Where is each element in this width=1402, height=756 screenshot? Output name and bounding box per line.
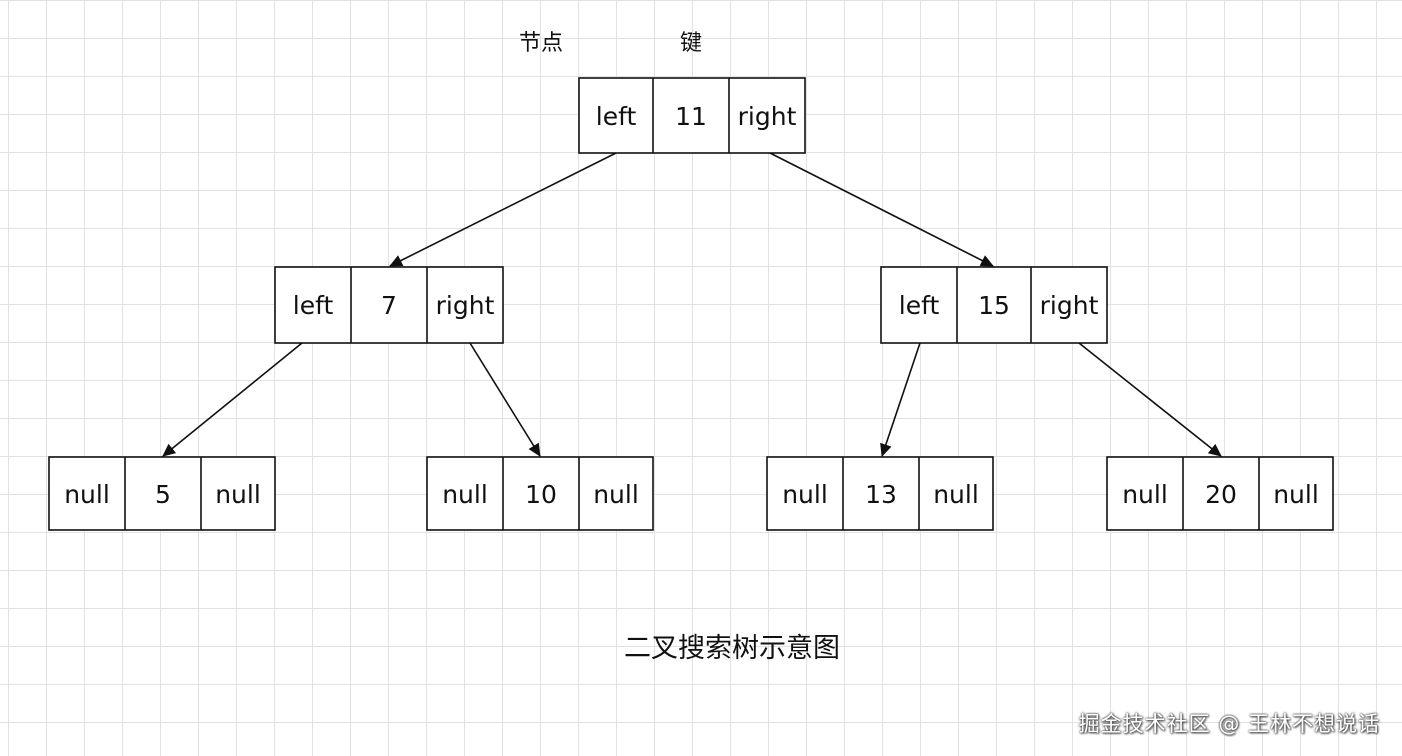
key-value: 15 [978, 291, 1010, 320]
edge-15-right [1078, 342, 1222, 457]
node-15: left 15 right [880, 266, 1108, 344]
edges [162, 152, 1222, 457]
key-value: 10 [525, 480, 557, 509]
left-pointer-label: left [596, 102, 637, 131]
key-value: 13 [865, 480, 897, 509]
edge-7-right [469, 342, 541, 457]
left-null-label: null [782, 480, 828, 509]
node-label: 节点 [519, 31, 563, 56]
edge-root-right [769, 152, 994, 267]
right-pointer-label: right [738, 102, 797, 131]
diagram-caption: 二叉搜索树示意图 [624, 633, 840, 664]
key-value: 5 [155, 480, 171, 509]
left-null-label: null [1122, 480, 1168, 509]
key-value: 7 [381, 291, 397, 320]
node-20: null 20 null [1106, 456, 1334, 531]
right-null-label: null [1273, 480, 1319, 509]
right-null-label: null [593, 480, 639, 509]
key-value: 11 [675, 102, 707, 131]
right-null-label: null [933, 480, 979, 509]
right-pointer-label: right [1040, 291, 1099, 320]
left-pointer-label: left [293, 291, 334, 320]
edge-7-left [162, 342, 303, 457]
edge-root-left [389, 152, 617, 267]
right-null-label: null [215, 480, 261, 509]
key-label: 键 [680, 31, 702, 56]
node-11: left 11 right [578, 77, 806, 154]
node-10: null 10 null [426, 456, 654, 531]
right-pointer-label: right [436, 291, 495, 320]
edge-15-left [880, 342, 921, 457]
watermark: 掘金技术社区 @ 王林不想说话 [1078, 712, 1380, 736]
left-null-label: null [442, 480, 488, 509]
node-13: null 13 null [766, 456, 994, 531]
node-7: left 7 right [274, 266, 504, 344]
key-value: 20 [1205, 480, 1237, 509]
left-pointer-label: left [899, 291, 940, 320]
left-null-label: null [64, 480, 110, 509]
node-5: null 5 null [48, 456, 276, 531]
